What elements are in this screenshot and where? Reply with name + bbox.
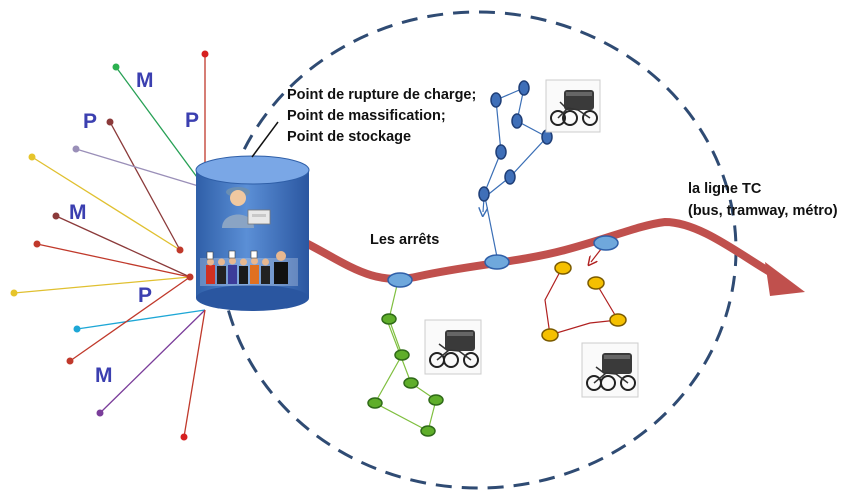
hub-cylinder [195, 155, 310, 311]
tc-line [296, 217, 779, 284]
letter-m-top: M [136, 69, 154, 92]
callout-line-1: Point de rupture de charge; [287, 87, 477, 103]
route-green [367, 280, 444, 437]
worker-icon [222, 187, 271, 228]
callout-line-2: Point de massification; [287, 108, 446, 124]
stop-2 [484, 254, 510, 270]
cargo-bike-icon [581, 342, 639, 398]
cargo-bike-icon [424, 319, 482, 375]
tc-label-line-2: (bus, tramway, métro) [688, 203, 838, 219]
tc-line-label: la ligne TC (bus, tramway, métro) [688, 178, 838, 222]
callout-line-3: Point de stockage [287, 129, 412, 145]
callout-pointer [251, 121, 279, 158]
stop-1 [387, 272, 413, 288]
stop-3 [593, 235, 619, 251]
tc-line-arrowhead [765, 262, 805, 296]
letter-m-middle: M [69, 201, 87, 224]
letter-m-bottom: M [95, 364, 113, 387]
route-yellow [541, 243, 627, 342]
letter-p-right: P [185, 109, 200, 132]
crowd-icon [200, 250, 298, 286]
letter-p-left: P [83, 110, 98, 133]
hub-delivery-lines [10, 50, 209, 441]
cargo-bike-icon [545, 79, 601, 133]
tc-stops [387, 235, 619, 288]
hub-callout-label: Point de rupture de charge; Point de mas… [287, 85, 476, 148]
tc-label-line-1: la ligne TC [688, 181, 762, 197]
stops-label: Les arrêts [370, 232, 440, 248]
letter-p-lower: P [138, 284, 153, 307]
route-blue [479, 80, 553, 263]
